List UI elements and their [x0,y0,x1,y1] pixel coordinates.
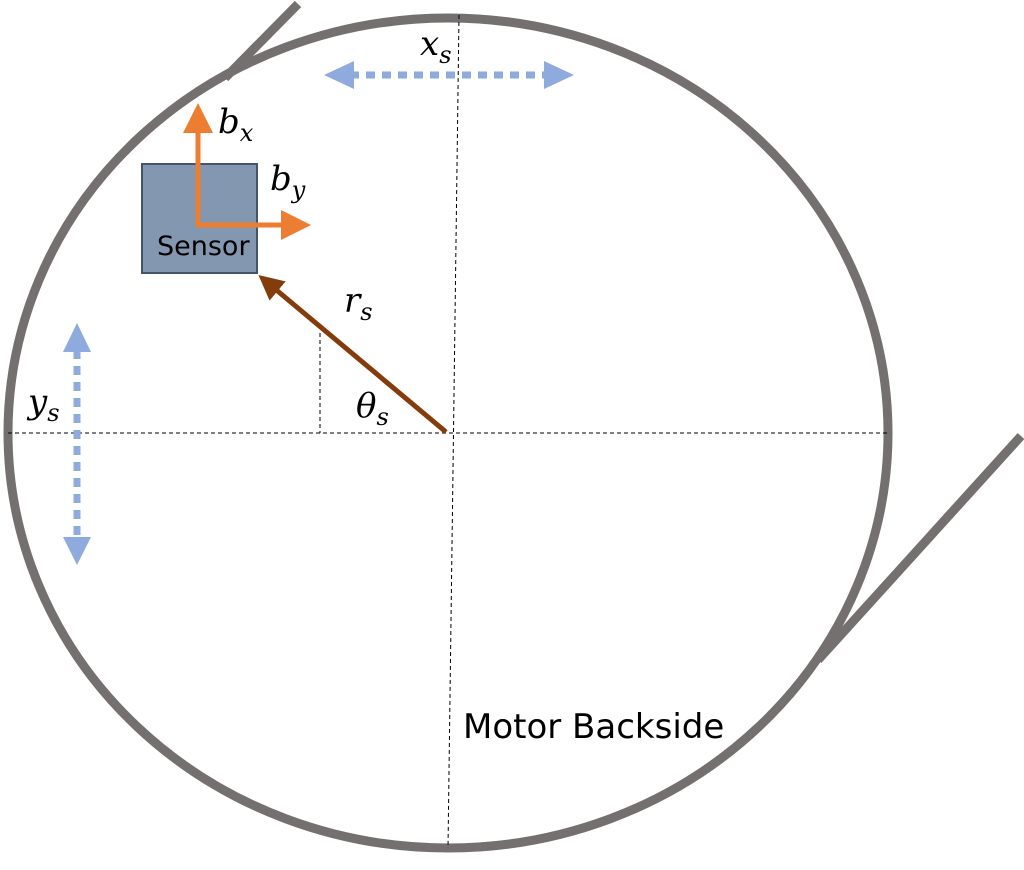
motor-backside-caption: Motor Backside [463,707,724,747]
y-offset-label: ys [26,382,60,427]
sensor-label: Sensor [157,231,250,262]
radius-label: rs [344,281,373,326]
radius-vector-arrow [258,274,448,434]
motor-housing-circle [3,13,893,853]
x-offset-label: xs [420,24,452,69]
horizontal-double-arrow-icon [324,61,574,89]
lower-tangent-line [814,432,1024,664]
vertical-double-arrow-icon [63,323,91,565]
vertical-center-axis [447,14,460,849]
body-y-label: by [270,159,306,204]
angle-label: θs [356,386,389,431]
body-x-label: bx [218,102,254,147]
